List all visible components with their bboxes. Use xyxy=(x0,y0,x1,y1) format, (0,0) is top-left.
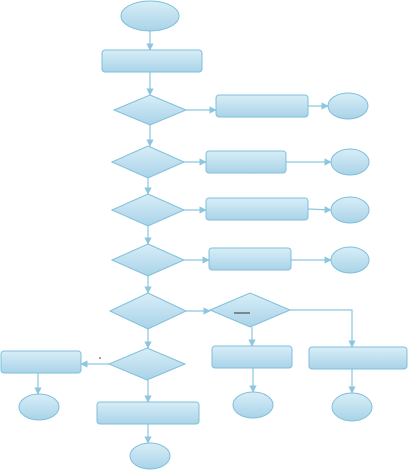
decision-2-decision xyxy=(110,145,186,179)
action-3-box xyxy=(205,197,309,221)
end-4-terminal xyxy=(330,246,370,274)
action-2-box xyxy=(205,150,287,174)
decision-1-decision xyxy=(112,94,188,126)
end-5b-terminal xyxy=(331,392,373,422)
end-1-terminal xyxy=(327,92,369,120)
annotation-marks-layer xyxy=(99,312,250,359)
action-5a-box xyxy=(211,345,293,369)
connectors-layer xyxy=(34,31,356,444)
action-5b-box xyxy=(308,346,408,370)
decision-4-decision xyxy=(110,243,186,277)
action-6-left-box xyxy=(0,350,82,374)
end-3-terminal xyxy=(330,196,370,224)
start-terminal xyxy=(120,0,180,32)
decision-6-dot xyxy=(99,357,101,359)
decision-5-decision xyxy=(108,292,188,330)
decision-3-decision xyxy=(110,193,186,227)
process-1-box xyxy=(101,49,203,73)
end-final-terminal xyxy=(129,442,171,470)
end-5a-terminal xyxy=(232,391,274,419)
end-2-terminal xyxy=(330,148,370,176)
decision-5b-decision xyxy=(208,292,292,328)
connector-action-3-to-end-3 xyxy=(307,206,332,214)
decision-6-decision xyxy=(107,347,187,381)
action-4-box xyxy=(208,247,292,271)
end-6-left-terminal xyxy=(18,393,60,421)
action-1-box xyxy=(215,94,309,118)
connector-decision-5b-to-action-5b xyxy=(290,309,356,348)
process-final-box xyxy=(96,401,200,425)
